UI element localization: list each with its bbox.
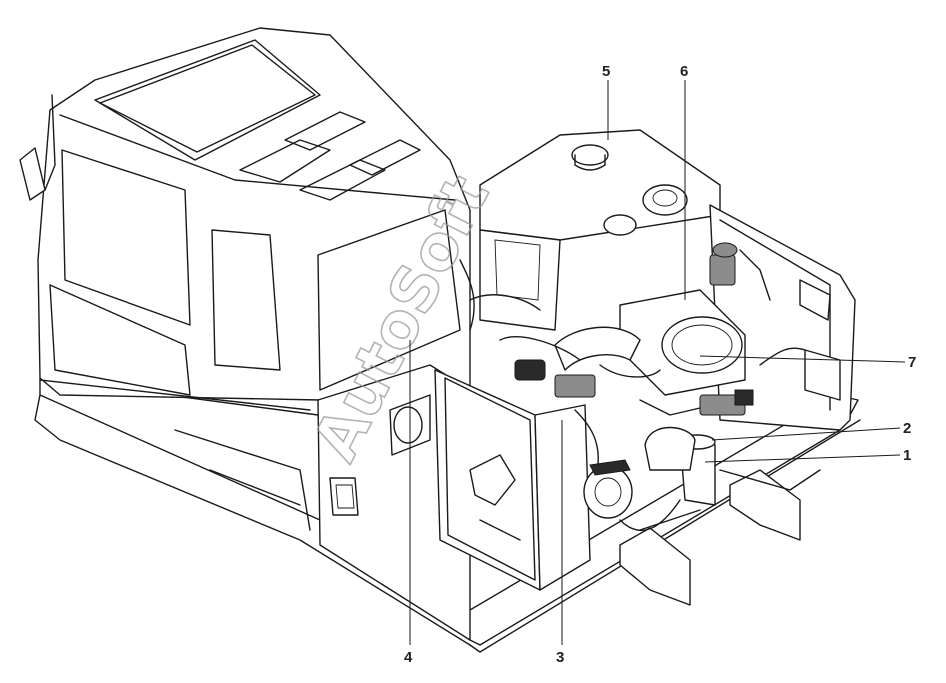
callout-2: 2	[903, 420, 911, 437]
callout-1: 1	[903, 447, 911, 464]
callout-4: 4	[404, 649, 413, 666]
engine-compartment	[479, 129, 856, 431]
operator-cab	[19, 27, 471, 531]
callout-5: 5	[602, 63, 610, 80]
callout-labels: 5 6 7 2 1 3 4	[404, 63, 916, 666]
callout-7: 7	[908, 354, 916, 371]
leader-lines	[409, 80, 906, 645]
callout-3: 3	[556, 649, 564, 666]
callout-6: 6	[680, 63, 688, 80]
engine-internals	[459, 242, 806, 531]
